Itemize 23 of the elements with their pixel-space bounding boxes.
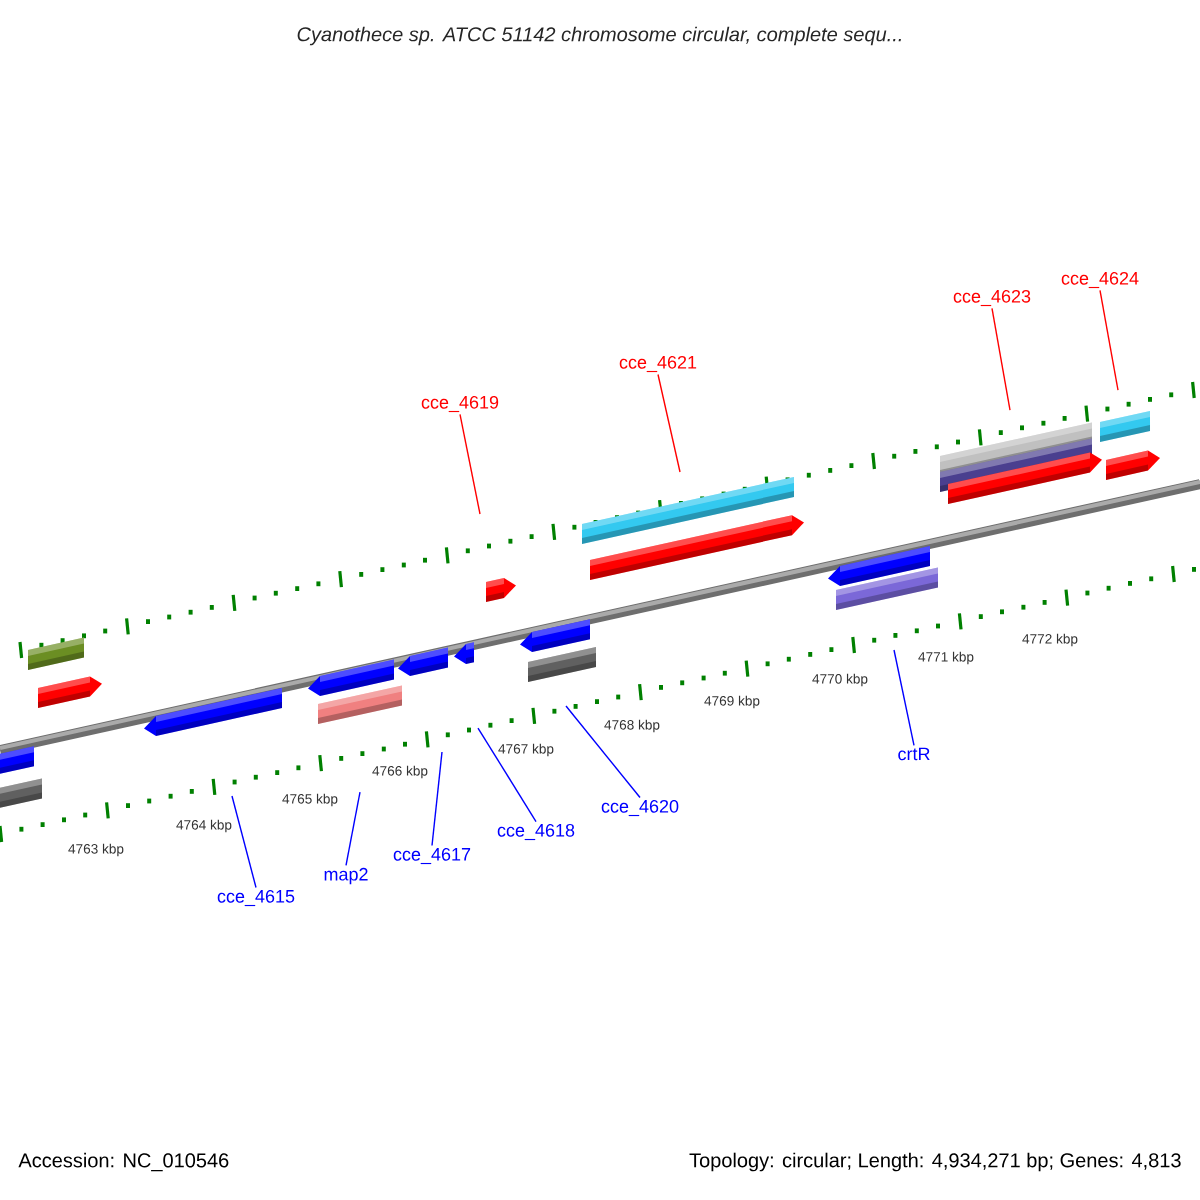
leader-line bbox=[657, 373, 681, 473]
title: Cyanothece sp. ATCC 51142 chromosome circular, complete sequ... bbox=[297, 26, 901, 46]
leader-line bbox=[893, 649, 915, 747]
gene-label: cce_4618 bbox=[497, 823, 575, 841]
gene-label: cce_4623 bbox=[953, 289, 1031, 307]
gene-label: cce_4621 bbox=[619, 355, 697, 373]
leader-line bbox=[565, 705, 641, 799]
gene-label: map2 bbox=[324, 867, 368, 885]
leader-line bbox=[1099, 289, 1119, 391]
gene-label: cce_4615 bbox=[217, 889, 295, 907]
summary-label: Topology: circular; Length: 4,934,271 bp; Genes: 4,813 bbox=[689, 1152, 1181, 1172]
leader-line bbox=[431, 751, 443, 847]
gene-label: cce_4620 bbox=[601, 799, 679, 817]
gene-label: cce_4619 bbox=[421, 395, 499, 413]
leader-line bbox=[345, 791, 361, 867]
gene-label: crtR bbox=[898, 747, 930, 761]
leader-line bbox=[991, 307, 1011, 411]
gene-label: cce_4624 bbox=[1061, 271, 1139, 289]
leader-line bbox=[459, 413, 481, 515]
leader-line bbox=[477, 727, 537, 823]
gene-label: cce_4617 bbox=[393, 847, 471, 865]
accession-label: Accession: NC_010546 bbox=[18, 1152, 229, 1172]
leader-line bbox=[231, 795, 257, 889]
